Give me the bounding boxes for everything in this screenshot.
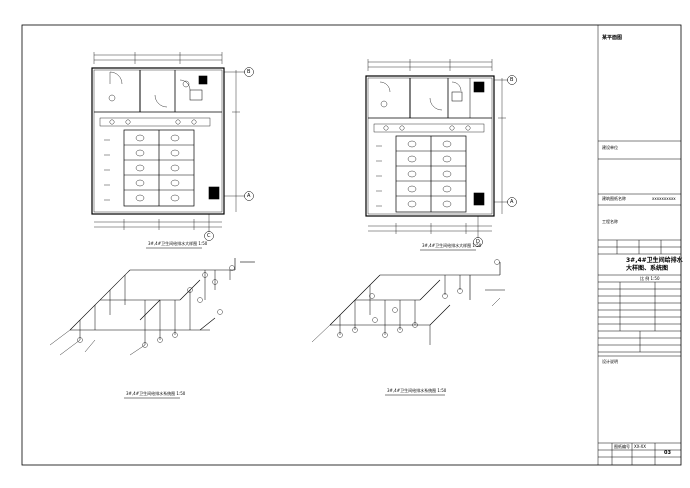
notes-label: 设计说明: [602, 359, 618, 364]
isometric-left: [49, 258, 255, 399]
axis-bubble-B-right: B: [510, 77, 514, 83]
axis-bubble-B-left: B: [247, 69, 251, 75]
title-block: [597, 25, 681, 465]
scale-text: 比 例 1:50: [640, 276, 660, 281]
plan-view-left: [91, 52, 254, 249]
sheet-title-line1: 3#,4#卫生间给排水: [626, 257, 683, 264]
axis-bubble-col-right: D: [476, 239, 480, 245]
drawing-border: [21, 24, 682, 466]
project-value: xxxxxxxxxx: [652, 196, 676, 201]
axis-bubble-A-right: A: [510, 199, 514, 205]
axis-bubble-A-left: A: [247, 193, 251, 199]
footer-value: XX-XX: [634, 444, 647, 449]
isometric-right: [311, 259, 505, 396]
plan-view-right: [365, 59, 517, 251]
axis-bubble-col-left: C: [207, 233, 211, 239]
plan-caption-right: 3#,4#卫生间给排水大样图 1:50: [422, 243, 482, 248]
title-block-header: 某平面图: [602, 35, 623, 41]
iso-caption-right: 3#,4#卫生间给排水系统图 1:50: [387, 388, 447, 393]
sheet-title-line2: 大样图、系统图: [626, 265, 669, 272]
project-label: 建筑图纸名称: [602, 196, 626, 201]
drawing-label: 工程名称: [602, 219, 618, 224]
footer-label: 图纸编号: [614, 444, 630, 449]
iso-caption-left: 3#,4#卫生间给排水系统图 1:50: [126, 391, 186, 396]
owner-label: 建设单位: [602, 145, 618, 150]
page-number: 03: [664, 450, 671, 456]
plan-caption-left: 3#,4#卫生间给排水大样图 1:50: [148, 241, 208, 246]
